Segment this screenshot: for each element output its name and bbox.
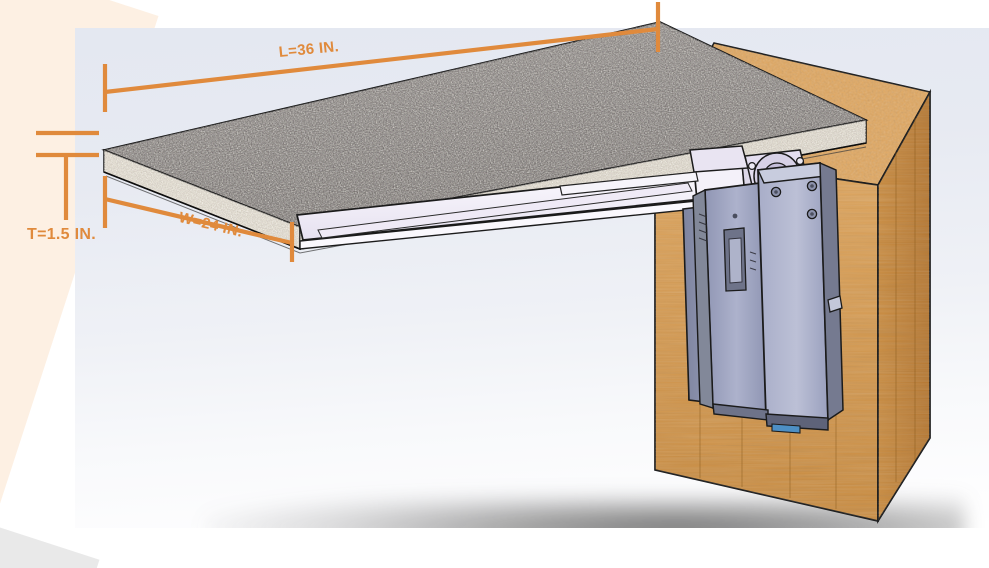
under-shelf-mount-bar xyxy=(559,171,699,196)
housing-fasteners xyxy=(770,180,818,220)
bracket-housing xyxy=(682,161,844,434)
length-dimension-line xyxy=(104,26,659,95)
width-dimension-line xyxy=(104,196,293,246)
thickness-dimension-label: T=1.5 IN. xyxy=(27,226,96,243)
